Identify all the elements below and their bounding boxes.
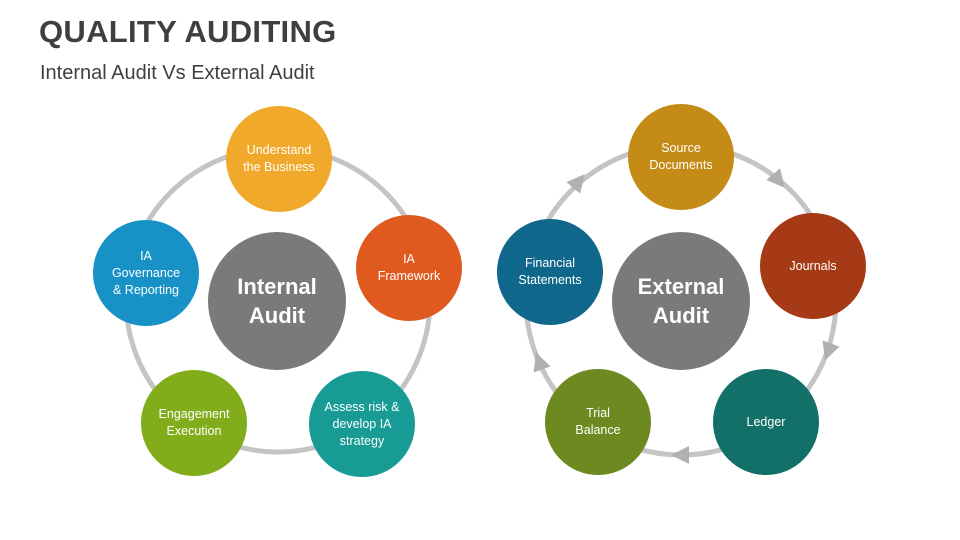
internal-node-ia-governance: IA Governance & Reporting (93, 220, 199, 326)
arrow-icon (671, 446, 689, 464)
internal-node-engagement-execution: Engagement Execution (141, 370, 247, 476)
internal-audit-center: Internal Audit (208, 232, 346, 370)
arrow-icon (566, 174, 585, 194)
external-node-ledger: Ledger (713, 369, 819, 475)
arrow-icon (533, 352, 551, 373)
internal-node-ia-framework: IA Framework (356, 215, 462, 321)
external-node-journals: Journals (760, 213, 866, 319)
external-node-financial-statements: Financial Statements (497, 219, 603, 325)
page-subtitle: Internal Audit Vs External Audit (40, 62, 315, 84)
page-title: QUALITY AUDITING (39, 14, 337, 49)
arrow-icon (822, 340, 840, 361)
internal-node-assess-risk: Assess risk & develop IA strategy (309, 371, 415, 477)
internal-node-understand-business: Understand the Business (226, 106, 332, 212)
external-audit-center: External Audit (612, 232, 750, 370)
arrow-icon (766, 168, 785, 188)
external-node-trial-balance: Trial Balance (545, 369, 651, 475)
external-node-source-documents: Source Documents (628, 104, 734, 210)
